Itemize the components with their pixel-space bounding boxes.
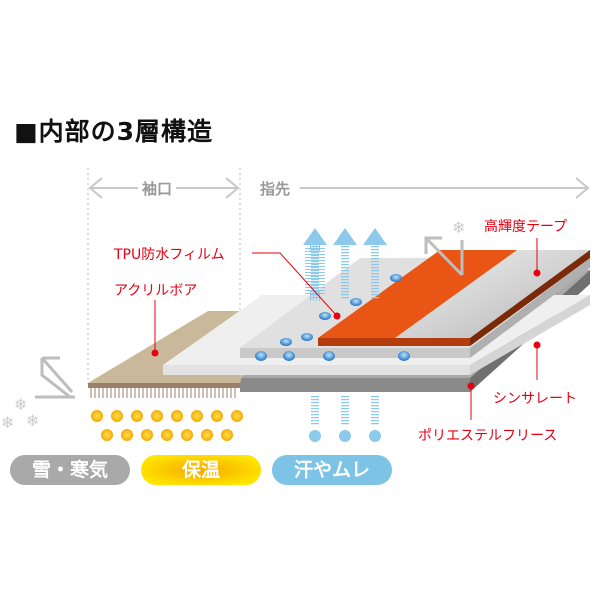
pill-sweat: 汗やムレ: [272, 455, 392, 485]
reflective-tape-orange: [318, 250, 517, 338]
water-droplets: [255, 274, 410, 361]
label-acrylic-boa: アクリルボア: [114, 283, 198, 299]
label-reflective-tape: 高輝度テープ: [484, 219, 568, 235]
label-thinsulate: シンサレート: [493, 391, 577, 407]
snowflake-icons: ❄❄❄❄: [1, 218, 465, 432]
pill-snow-cold: 雪・寒気: [10, 455, 130, 485]
page-title: ■内部の3層構造: [14, 117, 214, 146]
vapor-arrows-up: [303, 228, 387, 301]
svg-text:❄: ❄: [1, 413, 14, 432]
callout-dots: [151, 269, 541, 390]
pill-warmth: 保温: [141, 455, 261, 485]
reflective-tape-silver: [395, 250, 590, 338]
label-polyester-fleece: ポリエステルフリース: [418, 428, 558, 444]
svg-text:❄: ❄: [452, 218, 465, 237]
section-cuff: 袖口: [138, 178, 177, 199]
sweat-dots: [309, 430, 381, 442]
svg-text:❄: ❄: [26, 411, 39, 430]
label-tpu-film: TPU防水フィルム: [114, 247, 225, 263]
cold-arrow-right: [424, 236, 464, 277]
fingertip-arrow: [300, 177, 590, 199]
warmth-dots: [91, 410, 243, 441]
cold-arrow-left: [35, 356, 75, 399]
svg-text:❄: ❄: [14, 395, 27, 414]
section-fingertip: 指先: [256, 178, 295, 199]
boa-fringe: [90, 388, 236, 398]
